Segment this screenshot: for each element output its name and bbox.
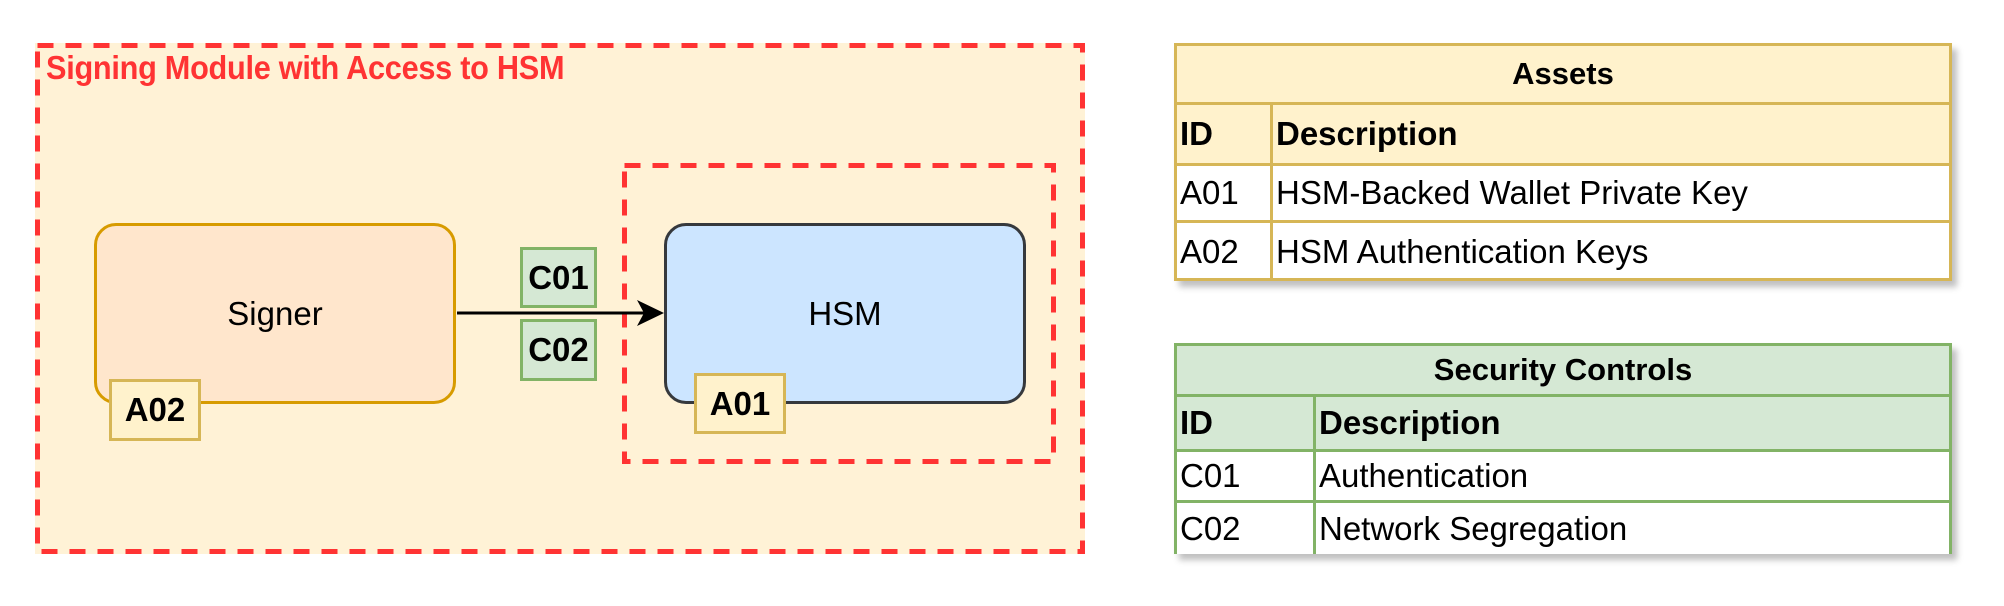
outer-boundary-dashed-border bbox=[35, 43, 1085, 554]
asset-description-cell: HSM-Backed Wallet Private Key bbox=[1276, 174, 1748, 211]
assets-table-title: Assets bbox=[1177, 46, 1949, 105]
control-tag-c01[interactable]: C01 bbox=[520, 247, 597, 308]
assets-table: Assets ID Description A01 HSM-Backed Wal… bbox=[1174, 43, 1952, 281]
table-row: A02 HSM Authentication Keys bbox=[1177, 223, 1949, 280]
table-row: A01 HSM-Backed Wallet Private Key bbox=[1177, 166, 1949, 223]
signer-label: Signer bbox=[227, 294, 323, 332]
controls-table-header: ID Description bbox=[1177, 397, 1949, 452]
signer-node[interactable]: Signer bbox=[94, 223, 456, 404]
control-tag-c02[interactable]: C02 bbox=[520, 319, 597, 381]
column-header-id: ID bbox=[1177, 397, 1316, 449]
controls-table-title: Security Controls bbox=[1177, 346, 1949, 397]
table-row: C01 Authentication bbox=[1177, 452, 1949, 503]
assets-table-header: ID Description bbox=[1177, 105, 1949, 166]
asset-tag-a02[interactable]: A02 bbox=[109, 379, 201, 441]
control-id-cell: C02 bbox=[1177, 503, 1316, 554]
asset-tag-a01[interactable]: A01 bbox=[694, 373, 786, 434]
asset-id-cell: A01 bbox=[1177, 166, 1273, 220]
column-header-id: ID bbox=[1177, 105, 1273, 163]
column-header-description: Description bbox=[1276, 115, 1458, 152]
column-header-description: Description bbox=[1319, 404, 1501, 441]
control-description-cell: Network Segregation bbox=[1319, 509, 1628, 547]
hsm-label: HSM bbox=[808, 294, 882, 332]
table-row: C02 Network Segregation bbox=[1177, 503, 1949, 554]
control-id-cell: C01 bbox=[1177, 452, 1316, 500]
asset-description-cell: HSM Authentication Keys bbox=[1276, 232, 1649, 270]
control-description-cell: Authentication bbox=[1319, 457, 1529, 494]
boundary-title: Signing Module with Access to HSM bbox=[46, 49, 565, 86]
security-controls-table: Security Controls ID Description C01 Aut… bbox=[1174, 343, 1952, 554]
asset-id-cell: A02 bbox=[1177, 223, 1273, 280]
